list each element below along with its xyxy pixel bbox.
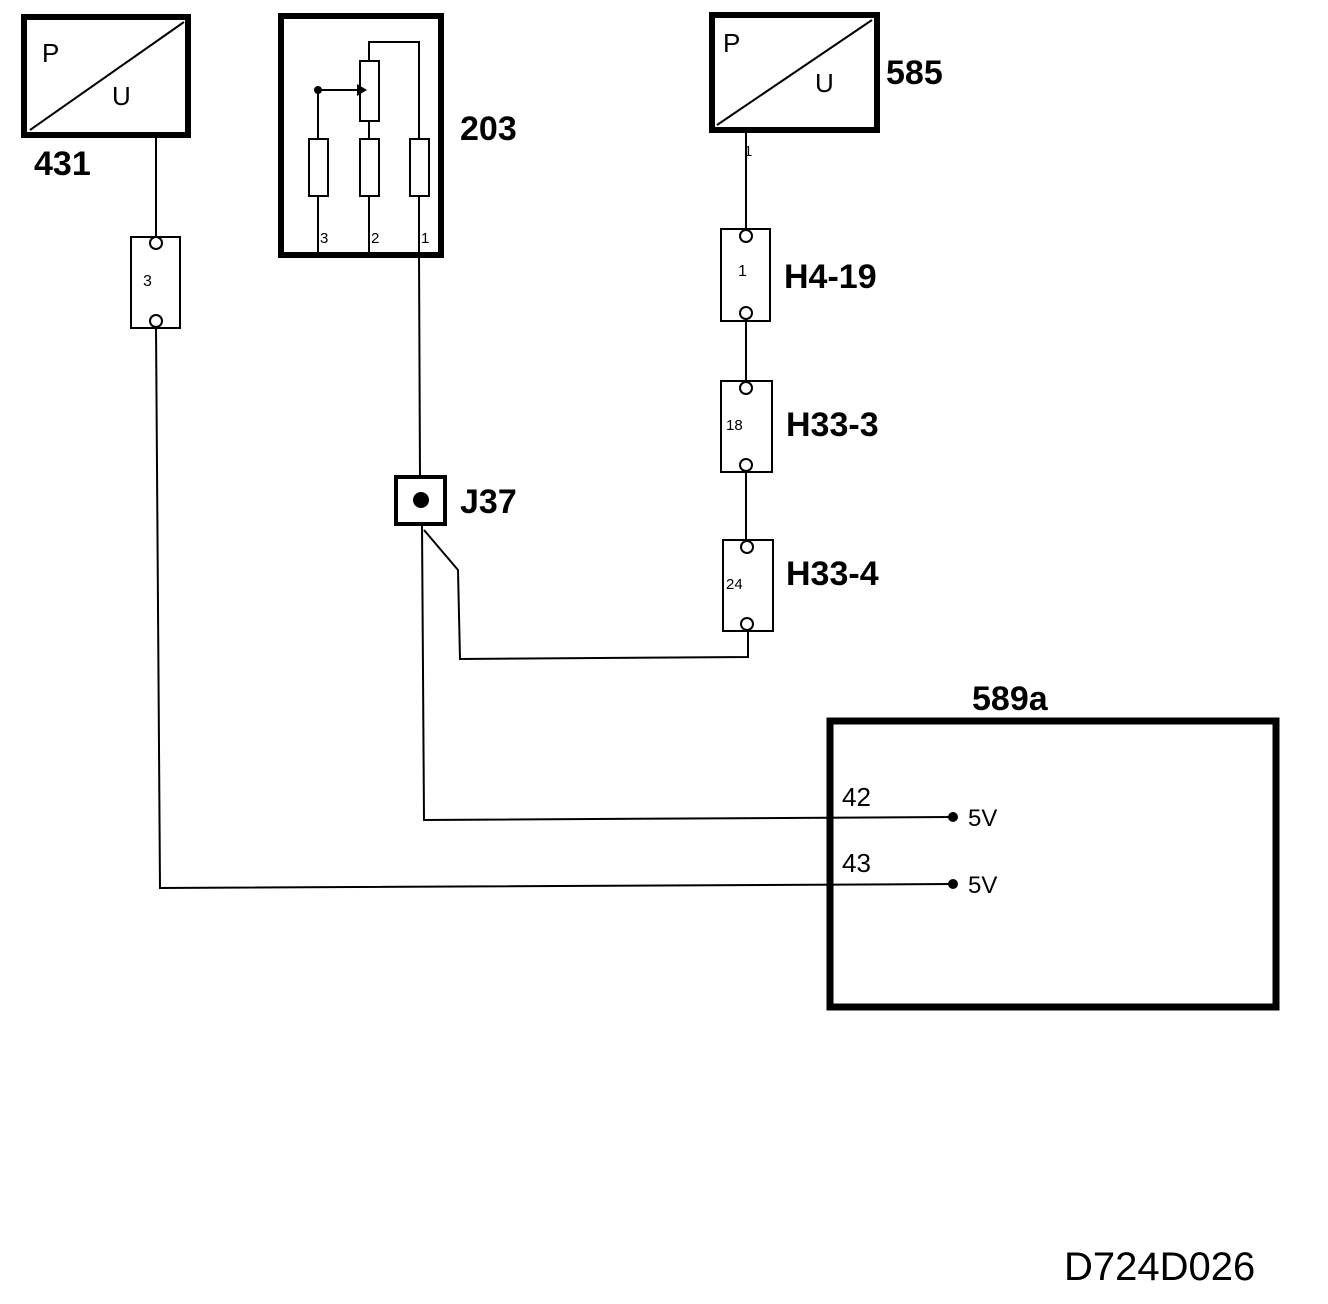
sensor-431: P U xyxy=(21,14,191,138)
connector-pin-3-number: 3 xyxy=(143,273,152,290)
connector-h4-19-pin: 1 xyxy=(738,263,747,280)
junction-j37-label: J37 xyxy=(460,483,517,521)
drawing-code: D724D026 xyxy=(1064,1245,1255,1289)
connector-h4-19: 1 xyxy=(720,228,771,322)
sensor-585-label: 585 xyxy=(886,54,943,92)
junction-j37 xyxy=(394,475,447,526)
sensor-431-p-letter: P xyxy=(42,38,59,68)
wire-203-pin1-to-j37 xyxy=(418,254,421,478)
potentiometer-203-pin-3: 3 xyxy=(320,230,328,247)
control-unit-589a-label: 589a xyxy=(972,680,1049,718)
connector-h33-4: 24 xyxy=(722,539,774,632)
connector-pin-3: 3 xyxy=(130,236,181,329)
sensor-585-u-letter: U xyxy=(815,68,834,98)
sensor-585: P U 1 xyxy=(709,12,880,160)
control-unit-589a-pin-43-voltage: 5V xyxy=(968,872,997,899)
control-unit-589a-pin-43: 43 xyxy=(842,848,871,878)
potentiometer-203-pin-1: 1 xyxy=(421,230,429,247)
connector-h4-19-label: H4-19 xyxy=(784,258,877,296)
connector-h33-3: 18 xyxy=(720,380,773,473)
wire-conn3-to-589a-43 xyxy=(155,325,953,890)
wire-j37-to-h33-4 xyxy=(423,529,749,661)
connector-h33-3-label: H33-3 xyxy=(786,406,879,444)
sensor-431-label: 431 xyxy=(34,145,91,183)
control-unit-589a: 42 5V 43 5V xyxy=(826,717,1280,1011)
potentiometer-203-label: 203 xyxy=(460,110,517,148)
connector-h33-3-pin: 18 xyxy=(726,417,743,434)
connector-h33-4-label: H33-4 xyxy=(786,555,879,593)
control-unit-589a-pin-42-voltage: 5V xyxy=(968,805,997,832)
connector-h33-4-pin: 24 xyxy=(726,576,743,593)
control-unit-589a-pin-42: 42 xyxy=(842,782,871,812)
wire-j37-to-589a-42 xyxy=(421,523,953,822)
sensor-585-p-letter: P xyxy=(723,28,740,58)
potentiometer-203-pin-2: 2 xyxy=(371,230,379,247)
potentiometer-203: 3 2 1 xyxy=(278,13,444,258)
sensor-585-pin-1: 1 xyxy=(744,143,752,160)
sensor-431-u-letter: U xyxy=(112,81,131,111)
